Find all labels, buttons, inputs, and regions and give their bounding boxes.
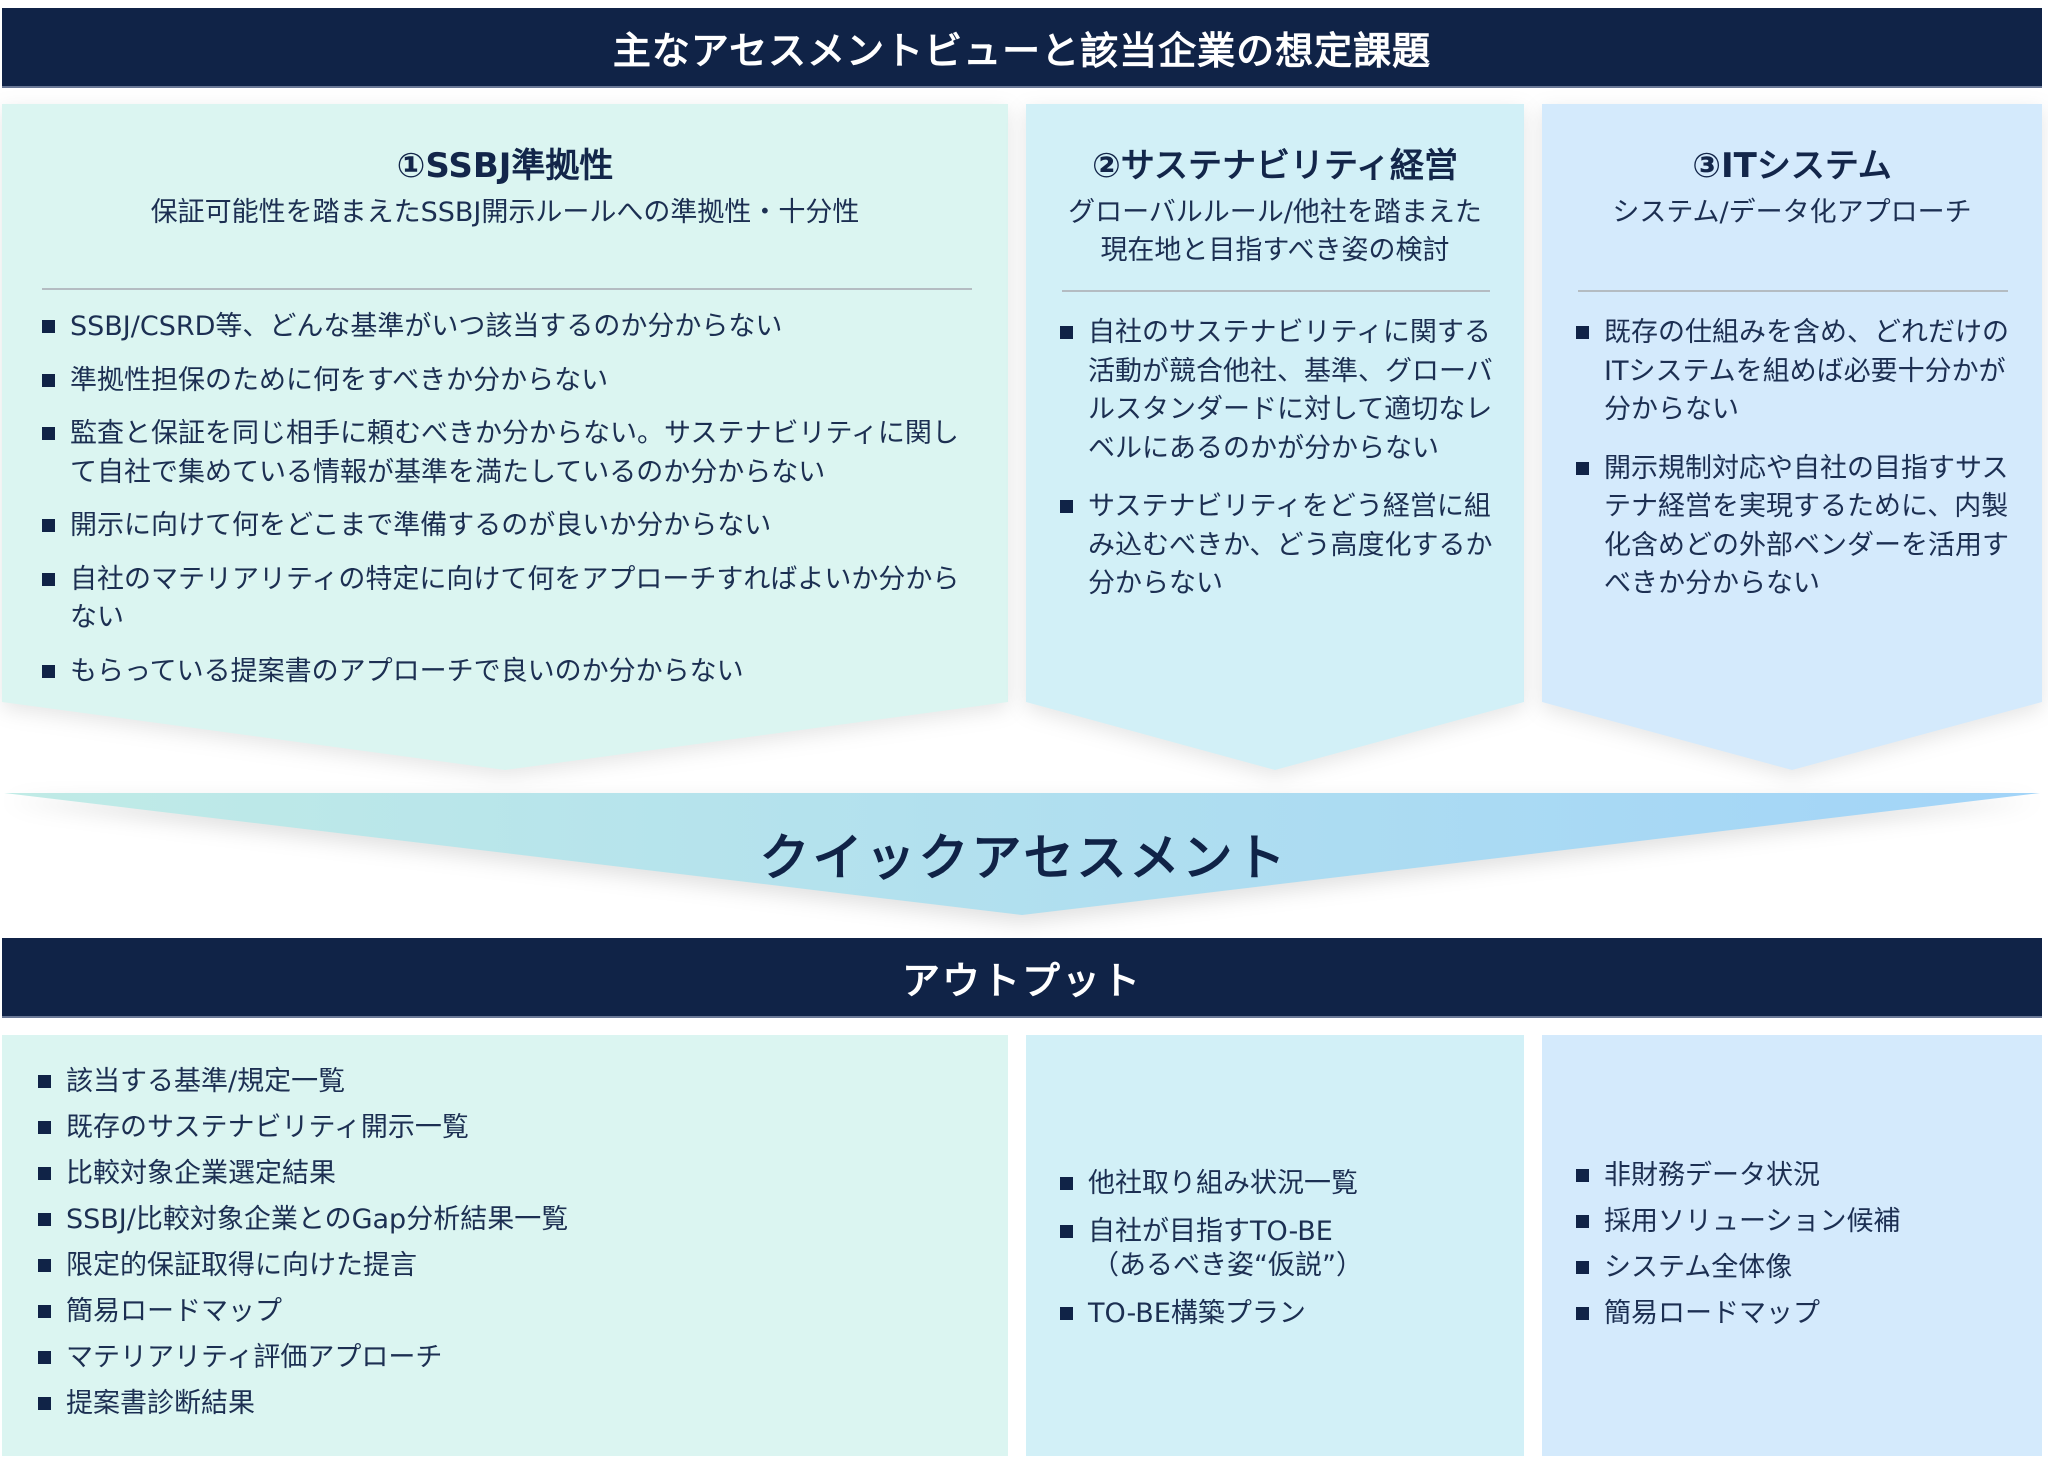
output-item: 限定的保証取得に向けた提言 xyxy=(38,1249,568,1283)
bullet-square-icon xyxy=(42,427,55,440)
funnel-label: クイックアセスメント xyxy=(759,829,1289,887)
divider xyxy=(1062,290,1490,292)
output-item: マテリアリティ評価アプローチ xyxy=(38,1341,568,1375)
bullet-square-icon xyxy=(42,664,55,678)
output-item: SSBJ/比較対象企業とのGap分析結果一覧 xyxy=(38,1203,568,1237)
output-list: 他社取り組み状況一覧 自社が目指すTO-BE（あるべき姿“仮説”） TO-BE構… xyxy=(1060,1167,1363,1343)
output-list: 該当する基準/規定一覧 既存のサステナビリティ開示一覧 比較対象企業選定結果 S… xyxy=(38,1065,568,1433)
view-subtitle: 保証可能性を踏まえたSSBJ開示ルールへの準拠性・十分性 xyxy=(150,197,860,228)
bullet-square-icon xyxy=(38,1121,51,1134)
view-card-it-system: ③ITシステム システム/データ化アプローチ 既存の仕組みを含め、どれだけのIT… xyxy=(1542,104,2042,770)
funnel-triangle xyxy=(4,793,2040,915)
view-subtitle-line-1: グローバルルール/他社を踏まえた xyxy=(1068,197,1482,228)
bullet-square-icon xyxy=(1060,500,1073,513)
card-arrow-shape xyxy=(2,104,1008,770)
output-item-subline: （あるべき姿“仮説”） xyxy=(1092,1250,1363,1281)
issue-list: 自社のサステナビリティに関する活動が競合他社、基準、グローバルスタンダードに対し… xyxy=(1060,314,1500,619)
output-box-sustainability-management: 他社取り組み状況一覧 自社が目指すTO-BE（あるべき姿“仮説”） TO-BE構… xyxy=(1026,1035,1524,1456)
output-item: 提案書診断結果 xyxy=(38,1387,568,1421)
output-item: 比較対象企業選定結果 xyxy=(38,1157,568,1191)
bullet-square-icon xyxy=(1576,1215,1589,1228)
output-item: 既存のサステナビリティ開示一覧 xyxy=(38,1111,568,1145)
view-card-ssbj: ①SSBJ準拠性 保証可能性を踏まえたSSBJ開示ルールへの準拠性・十分性 SS… xyxy=(2,104,1008,770)
issue-item: 監査と保証を同じ相手に頼むべきか分からない。サステナビリティに関して自社で集めて… xyxy=(42,415,982,492)
output-item: システム全体像 xyxy=(1576,1251,1900,1285)
output-title: アウトプット xyxy=(901,958,1142,1003)
bullet-square-icon xyxy=(38,1213,51,1226)
issue-item: SSBJ/CSRD等、どんな基準がいつ該当するのか分からない xyxy=(42,308,982,347)
view-title: ①SSBJ準拠性 xyxy=(396,146,614,186)
card-arrow-shape xyxy=(1026,104,1524,770)
view-title: ③ITシステム xyxy=(1692,146,1892,186)
output-box-ssbj: 該当する基準/規定一覧 既存のサステナビリティ開示一覧 比較対象企業選定結果 S… xyxy=(2,1035,1008,1456)
card-arrow-shape xyxy=(1542,104,2042,770)
issue-item: 自社のマテリアリティの特定に向けて何をアプローチすればよいか分からない xyxy=(42,561,982,638)
issue-item: もらっている提案書のアプローチで良いのか分からない xyxy=(42,653,982,692)
issue-item: 開示に向けて何をどこまで準備するのが良いか分からない xyxy=(42,507,982,546)
bullet-square-icon xyxy=(42,320,55,333)
view-title: ②サステナビリティ経営 xyxy=(1091,146,1459,186)
output-item: 簡易ロードマップ xyxy=(1576,1297,1900,1331)
bullet-square-icon xyxy=(42,572,55,586)
output-item: 自社が目指すTO-BE（あるべき姿“仮説”） xyxy=(1060,1215,1363,1283)
issue-item: 準拠性担保のために何をすべきか分からない xyxy=(42,362,982,401)
divider xyxy=(1578,290,2008,292)
issue-item: 開示規制対応や自社の目指すサステナ経営を実現するために、内製化含めどの外部ベンダ… xyxy=(1576,450,2012,604)
issue-list: 既存の仕組みを含め、どれだけのITシステムを組めば必要十分かが分からない 開示規… xyxy=(1576,314,2012,619)
view-subtitle: システム/データ化アプローチ xyxy=(1612,197,1972,228)
bullet-square-icon xyxy=(1576,1169,1589,1182)
bullet-square-icon xyxy=(1576,326,1589,339)
output-box-it-system: 非財務データ状況 採用ソリューション候補 システム全体像 簡易ロードマップ xyxy=(1542,1035,2042,1456)
output-item: 非財務データ状況 xyxy=(1576,1159,1900,1193)
bullet-square-icon xyxy=(38,1075,51,1088)
bullet-square-icon xyxy=(38,1397,51,1410)
bullet-square-icon xyxy=(42,373,55,387)
bullet-square-icon xyxy=(1060,1225,1073,1238)
divider xyxy=(42,288,972,290)
bullet-square-icon xyxy=(1060,1177,1073,1190)
output-item: 他社取り組み状況一覧 xyxy=(1060,1167,1363,1201)
bullet-square-icon xyxy=(38,1259,51,1272)
output-item: 該当する基準/規定一覧 xyxy=(38,1065,568,1099)
main-title-bar: 主なアセスメントビューと該当企業の想定課題 xyxy=(2,8,2042,88)
bullet-square-icon xyxy=(42,519,55,532)
bullet-square-icon xyxy=(38,1351,51,1364)
main-title: 主なアセスメントビューと該当企業の想定課題 xyxy=(612,28,1432,73)
issue-item: サステナビリティをどう経営に組み込むべきか、どう高度化するか分からない xyxy=(1060,488,1500,604)
output-list: 非財務データ状況 採用ソリューション候補 システム全体像 簡易ロードマップ xyxy=(1576,1159,1900,1343)
bullet-square-icon xyxy=(1060,1307,1073,1320)
output-item: 採用ソリューション候補 xyxy=(1576,1205,1900,1239)
bullet-square-icon xyxy=(1060,326,1073,339)
bullet-square-icon xyxy=(1576,1261,1589,1274)
output-title-bar: アウトプット xyxy=(2,938,2042,1018)
view-subtitle-line-2: 現在地と目指すべき姿の検討 xyxy=(1100,235,1450,266)
output-item: TO-BE構築プラン xyxy=(1060,1297,1363,1331)
issue-list: SSBJ/CSRD等、どんな基準がいつ該当するのか分からない 準拠性担保のために… xyxy=(42,308,982,706)
output-item: 簡易ロードマップ xyxy=(38,1295,568,1329)
bullet-square-icon xyxy=(1576,1307,1589,1320)
bullet-square-icon xyxy=(38,1305,51,1318)
bullet-square-icon xyxy=(1576,461,1589,475)
issue-item: 自社のサステナビリティに関する活動が競合他社、基準、グローバルスタンダードに対し… xyxy=(1060,314,1500,468)
issue-item: 既存の仕組みを含め、どれだけのITシステムを組めば必要十分かが分からない xyxy=(1576,314,2012,430)
bullet-square-icon xyxy=(38,1167,51,1180)
view-card-sustainability-management: ②サステナビリティ経営 グローバルルール/他社を踏まえた 現在地と目指すべき姿の… xyxy=(1026,104,1524,770)
